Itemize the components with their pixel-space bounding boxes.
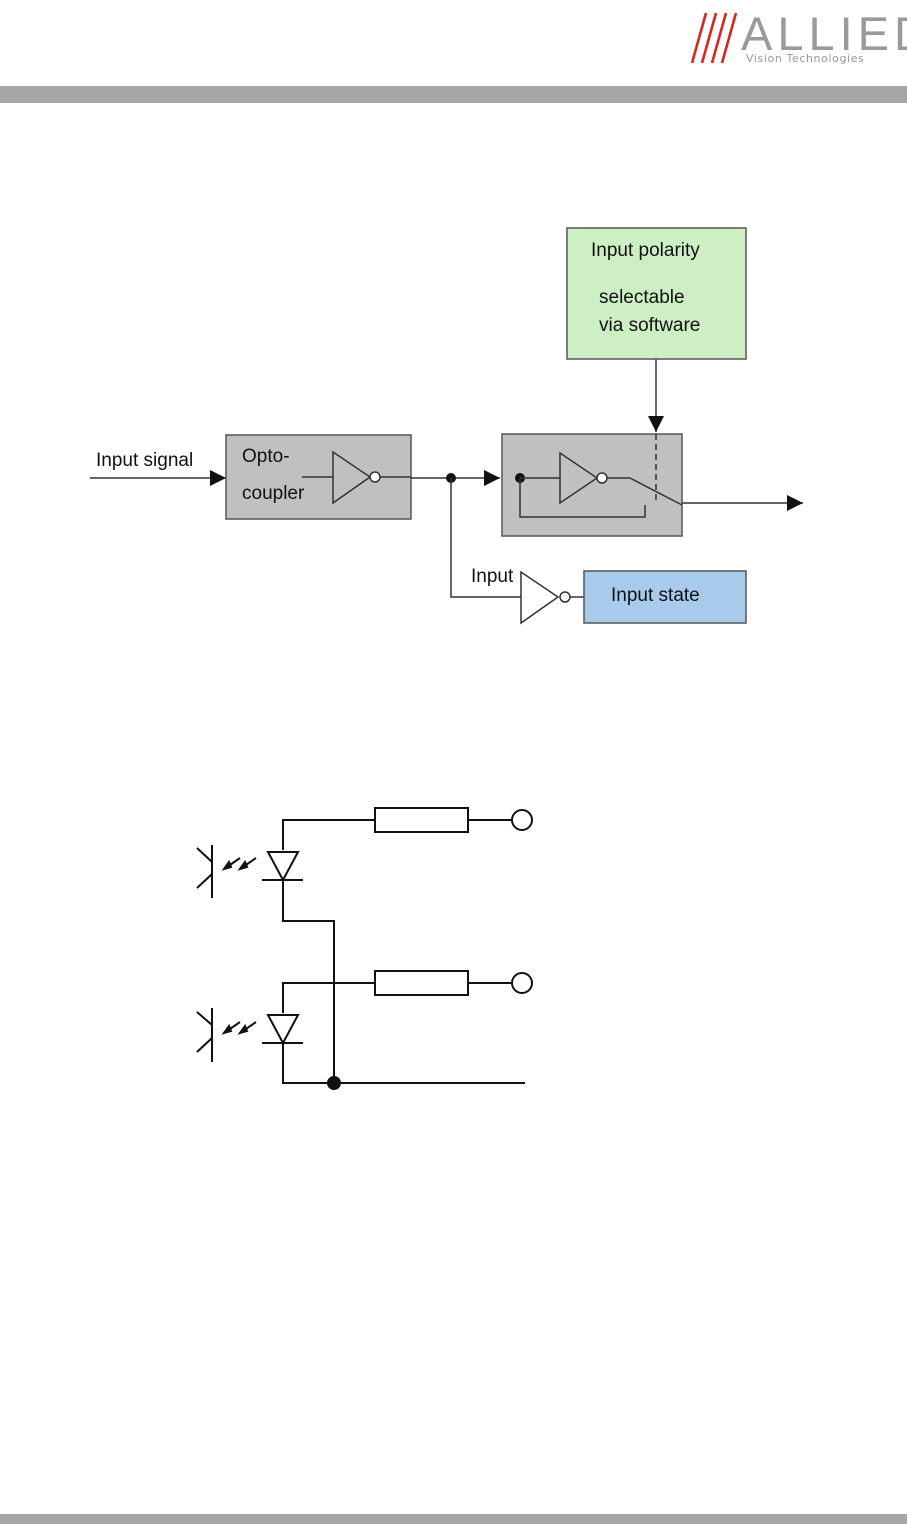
input-state-box — [583, 570, 747, 624]
input-state-inverter-icon — [520, 570, 560, 625]
terminal-2 — [511, 972, 533, 994]
optocoupler-label-2: coupler — [242, 483, 305, 504]
polarity-label-1: Input polarity — [591, 240, 700, 261]
switch-contact — [629, 477, 683, 506]
polarity-switch-box — [501, 433, 683, 537]
input-signal-label: Input signal — [96, 450, 193, 471]
optocoupler-schematic — [196, 807, 533, 1090]
input-block-diagram — [90, 227, 803, 625]
terminal-1 — [511, 809, 533, 831]
phototransistor-1-icon — [196, 845, 257, 898]
ground-junction-dot — [327, 1076, 341, 1090]
led-2-icon — [266, 1014, 300, 1046]
phototransistor-2-icon — [196, 1008, 257, 1062]
logo-wordmark: ALLIED — [741, 7, 907, 60]
optocoupler-inverter-icon — [332, 450, 372, 505]
branch-wire — [450, 478, 521, 598]
resistor-1 — [374, 807, 469, 833]
led-1-icon — [266, 851, 300, 883]
resistor-2 — [374, 970, 469, 996]
polarity-label-3: via software — [599, 315, 700, 336]
optocoupler-label-1: Opto- — [242, 446, 290, 467]
header-bar — [0, 86, 907, 103]
branch-input-label: Input — [471, 566, 514, 587]
polarity-inverter-icon — [559, 451, 599, 505]
allied-logo: ALLIED Vision Technologies — [690, 8, 907, 68]
polarity-box — [566, 227, 747, 360]
input-state-label: Input state — [611, 585, 700, 606]
logo-slashes-icon — [690, 12, 738, 64]
logo-tagline: Vision Technologies — [746, 52, 865, 65]
footer-bar — [0, 1514, 907, 1524]
polarity-label-2: selectable — [599, 287, 685, 308]
